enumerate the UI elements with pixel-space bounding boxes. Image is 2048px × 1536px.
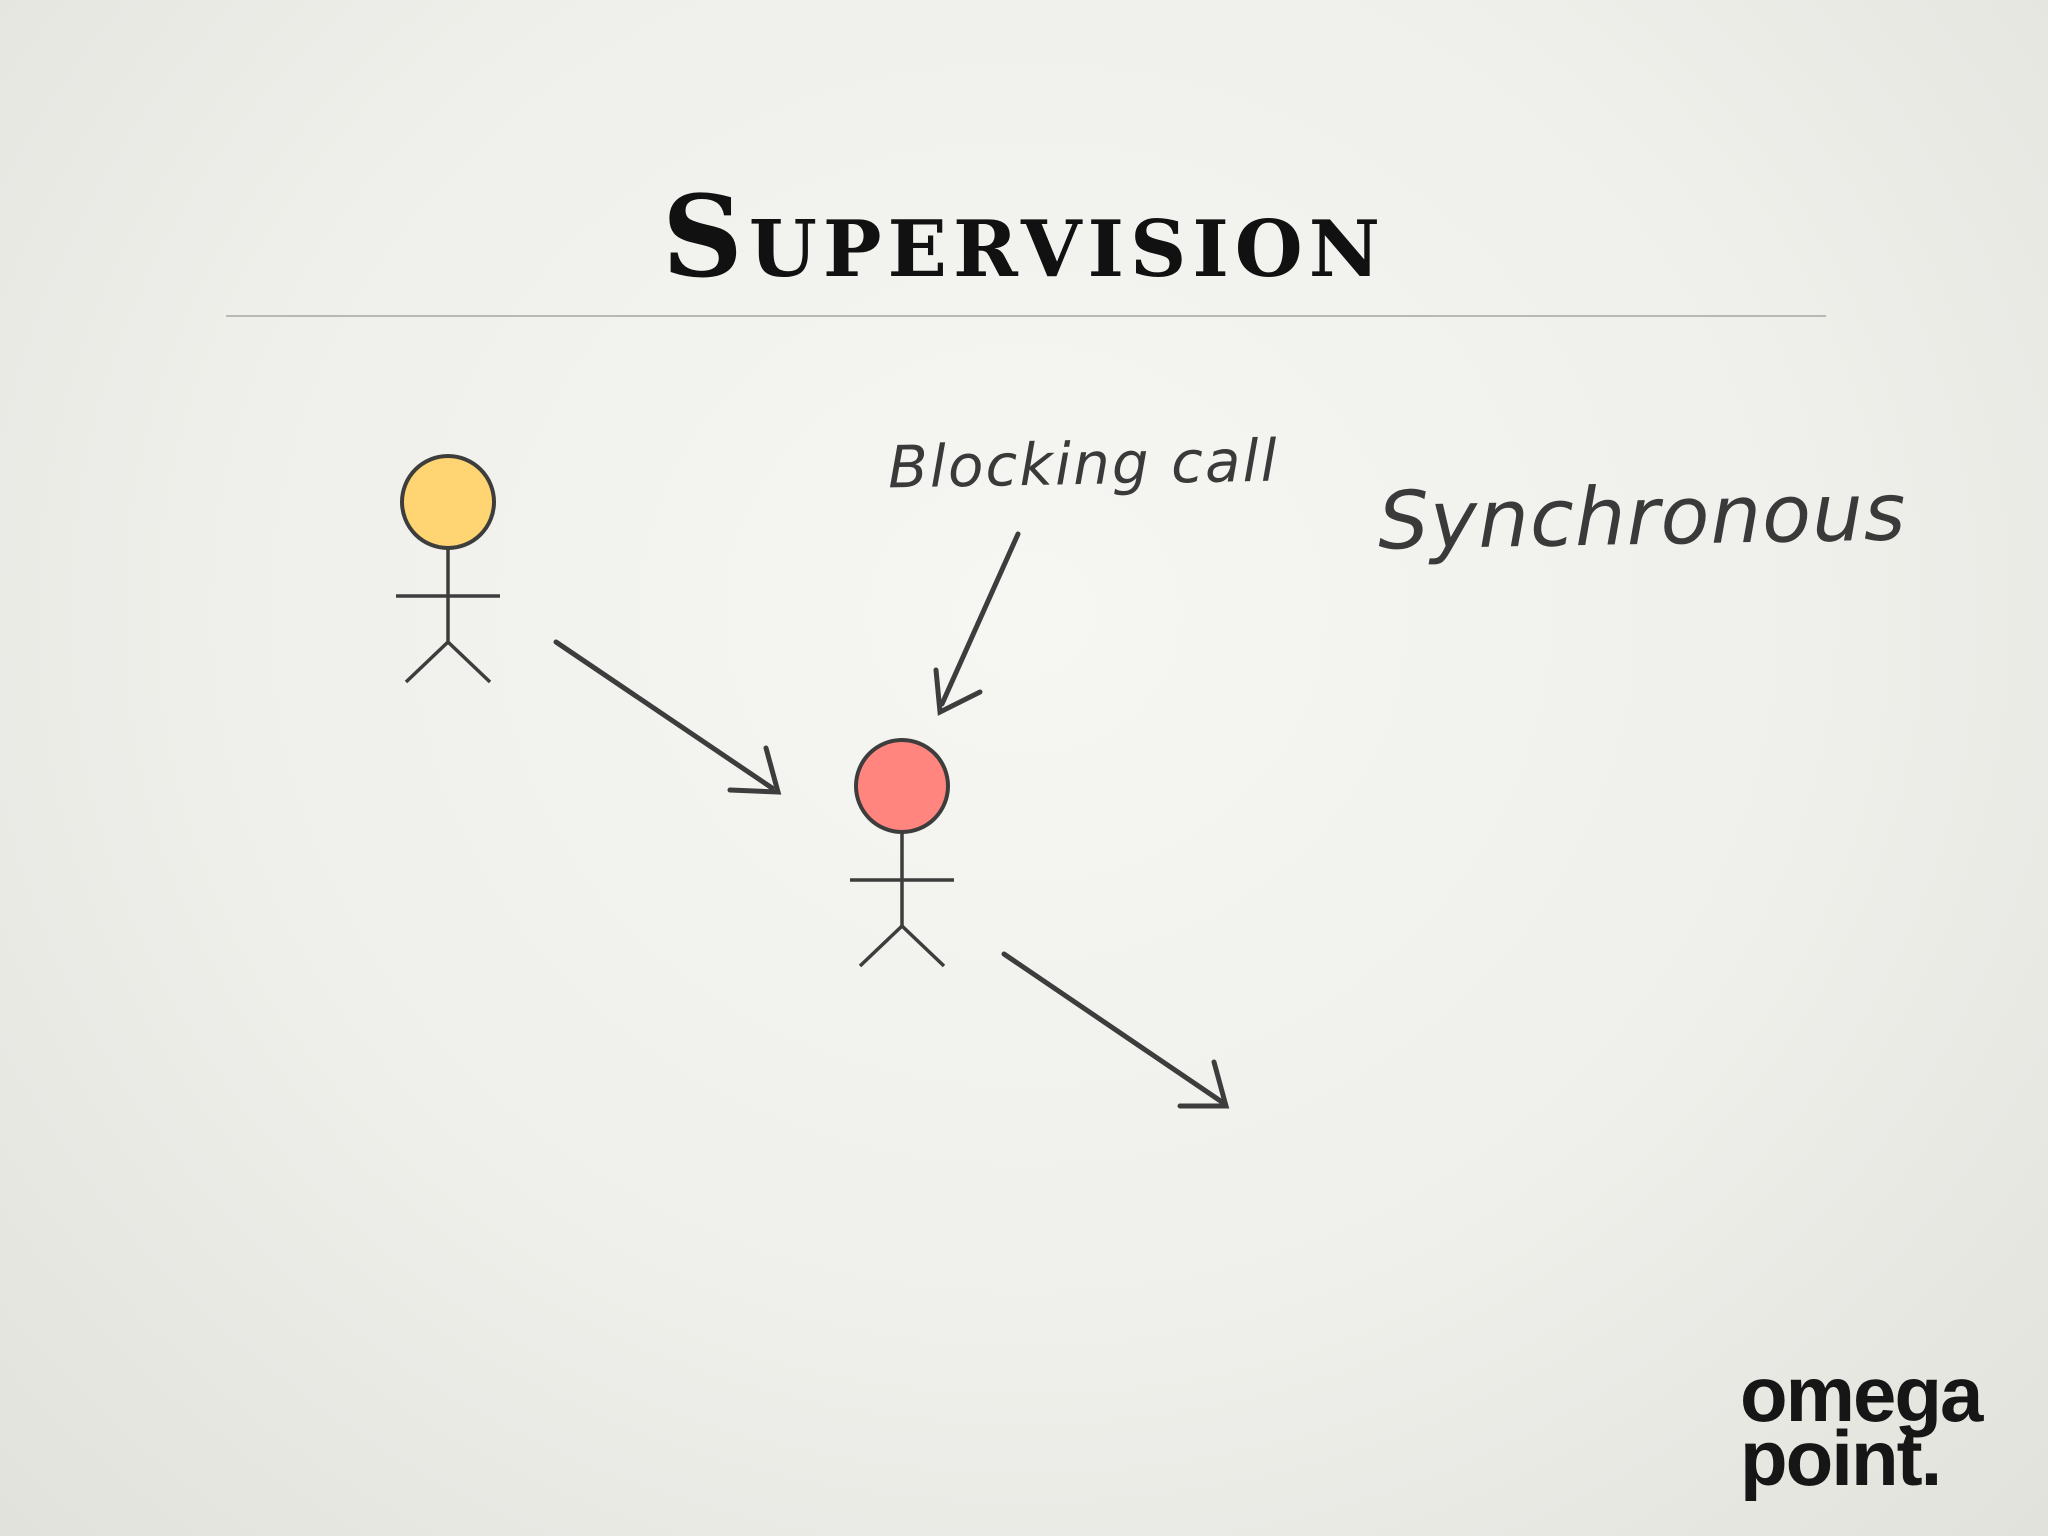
actor-caller-leg-right [446, 640, 492, 684]
logo-line-1: omega [1740, 1350, 1983, 1438]
arrow-blocking-call [933, 531, 1021, 716]
actor-callee [850, 738, 954, 968]
arrow-caller-to-callee [553, 639, 782, 795]
logo-line-2: point. [1740, 1414, 1942, 1502]
synchronous-label: Synchronous [1377, 465, 1908, 568]
actor-caller [396, 454, 500, 684]
blocking-call-label: Blocking call [887, 426, 1280, 502]
arrow-callee-onward [1001, 951, 1230, 1109]
actor-caller-leg-left [404, 640, 450, 684]
actor-callee-head [854, 738, 950, 834]
omega-point-logo: omega point. [1740, 1350, 2020, 1502]
slide-title: Supervision [661, 172, 1387, 303]
actor-callee-leg-left [858, 924, 904, 968]
actor-callee-leg-right [900, 924, 946, 968]
title-divider [226, 315, 1826, 317]
actor-caller-head [400, 454, 496, 550]
